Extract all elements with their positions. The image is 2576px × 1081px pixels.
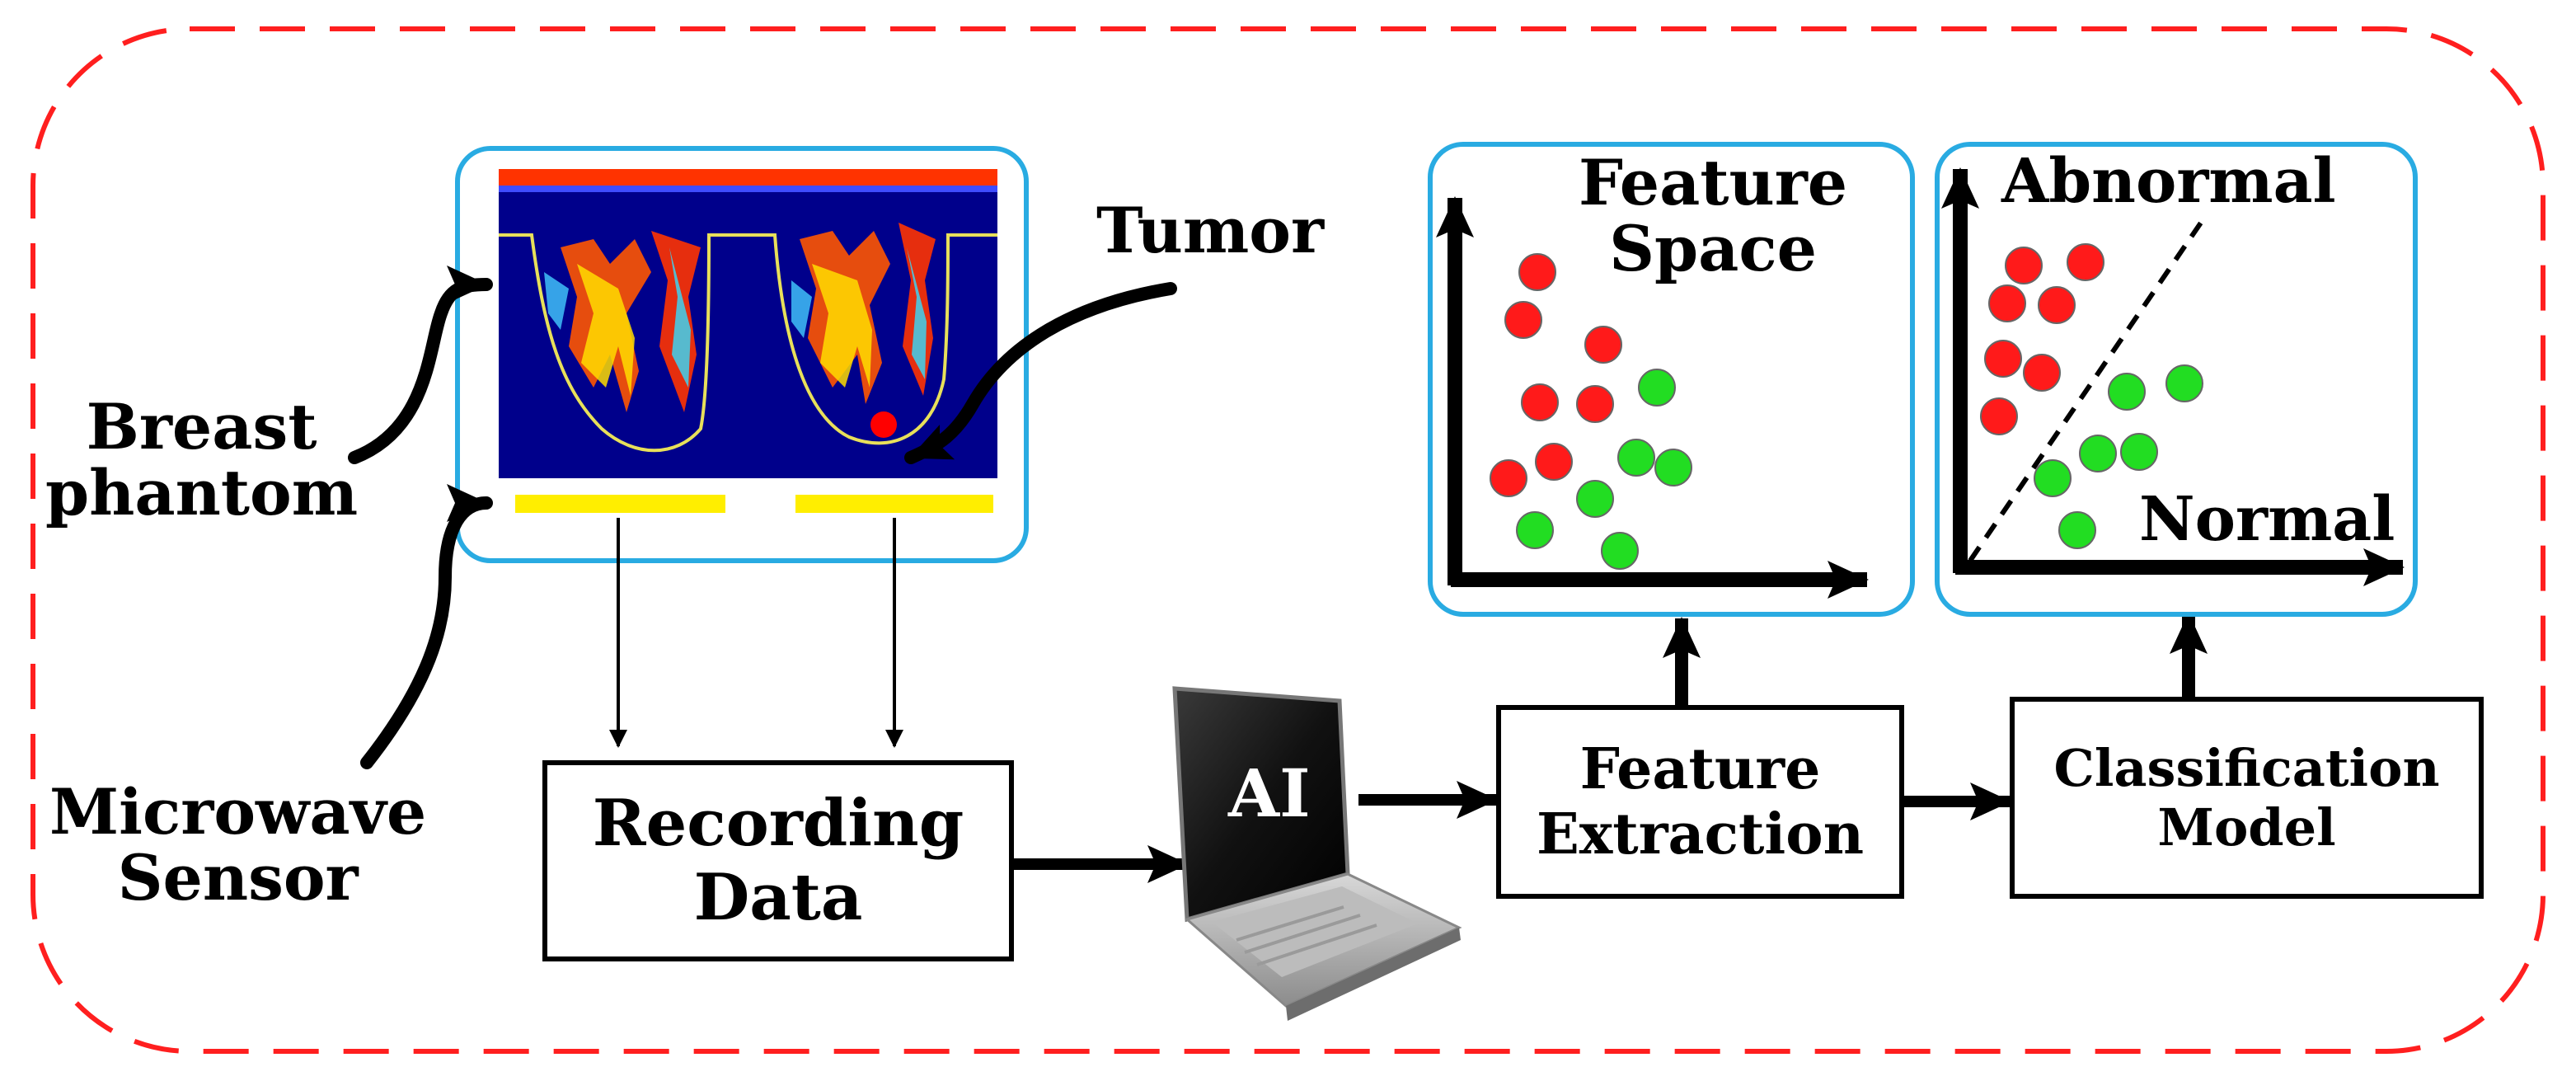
feature-space-normal-point (1576, 480, 1614, 518)
feature-space-abnormal-point (1518, 253, 1556, 291)
feature-space-abnormal-point (1521, 383, 1559, 421)
breast-phantom-label: Breast phantom (45, 390, 359, 529)
recording-data-label: Recording Data (592, 786, 964, 935)
decision-space-abnormal-point (1984, 340, 2022, 378)
decision-space-normal-point (2058, 511, 2096, 549)
microwave-sensor-pointer (360, 484, 493, 769)
system-boundary-frame (30, 26, 2546, 1054)
decision-boundary-line (1968, 221, 2203, 562)
decision-space-panel (1935, 142, 2418, 617)
feature-space-abnormal-point (1490, 459, 1527, 497)
decision-space-abnormal-point (2005, 247, 2043, 284)
decision-space-abnormal-point (1980, 397, 2018, 435)
decision-space-normal-point (2079, 435, 2117, 472)
tumor-marker (870, 411, 897, 438)
decision-space-normal-point (2034, 459, 2072, 497)
abnormal-region-label: Abnormal (2001, 146, 2336, 217)
feature-space-normal-point (1601, 532, 1639, 570)
decision-space-normal-point (2108, 373, 2146, 411)
decision-space-normal-point (2165, 364, 2203, 402)
feature-space-normal-point (1617, 439, 1655, 477)
feature-space-normal-point (1516, 511, 1554, 549)
sensor-bar-right (795, 495, 993, 513)
tumor-label: Tumor (1096, 194, 1324, 267)
feature-space-abnormal-point (1504, 301, 1542, 339)
feature-space-normal-point (1638, 369, 1676, 407)
sensor-bar-left (515, 495, 725, 513)
feature-space-abnormal-point (1584, 326, 1622, 364)
feature-space-abnormal-point (1535, 443, 1573, 481)
laptop-icon (1172, 686, 1462, 1021)
feature-extraction-label: Feature Extraction (1536, 736, 1865, 867)
normal-region-label: Normal (2139, 484, 2395, 555)
decision-space-abnormal-point (2038, 286, 2076, 324)
microwave-sensor-label: Microwave Sensor (49, 775, 427, 914)
phantom-image (499, 169, 997, 478)
feature-space-title: Feature Space (1579, 146, 1848, 285)
breast-phantom-panel (455, 146, 1029, 563)
ai-label: AI (1228, 754, 1311, 832)
decision-space-abnormal-point (1988, 284, 2026, 322)
feature-extraction-box: Feature Extraction (1496, 705, 1904, 899)
classification-model-label: Classification Model (2053, 738, 2440, 858)
breast-phantom-pointer (348, 266, 493, 464)
recording-data-box: Recording Data (542, 760, 1014, 961)
decision-space-abnormal-point (2067, 243, 2104, 281)
decision-space-normal-point (2120, 433, 2158, 471)
feature-space-normal-point (1654, 449, 1692, 486)
feature-space-panel (1428, 142, 1915, 617)
tumor-pointer (904, 282, 1177, 464)
feature-space-abnormal-point (1576, 385, 1614, 423)
classification-model-box: Classification Model (2010, 697, 2484, 899)
decision-space-abnormal-point (2023, 354, 2061, 392)
